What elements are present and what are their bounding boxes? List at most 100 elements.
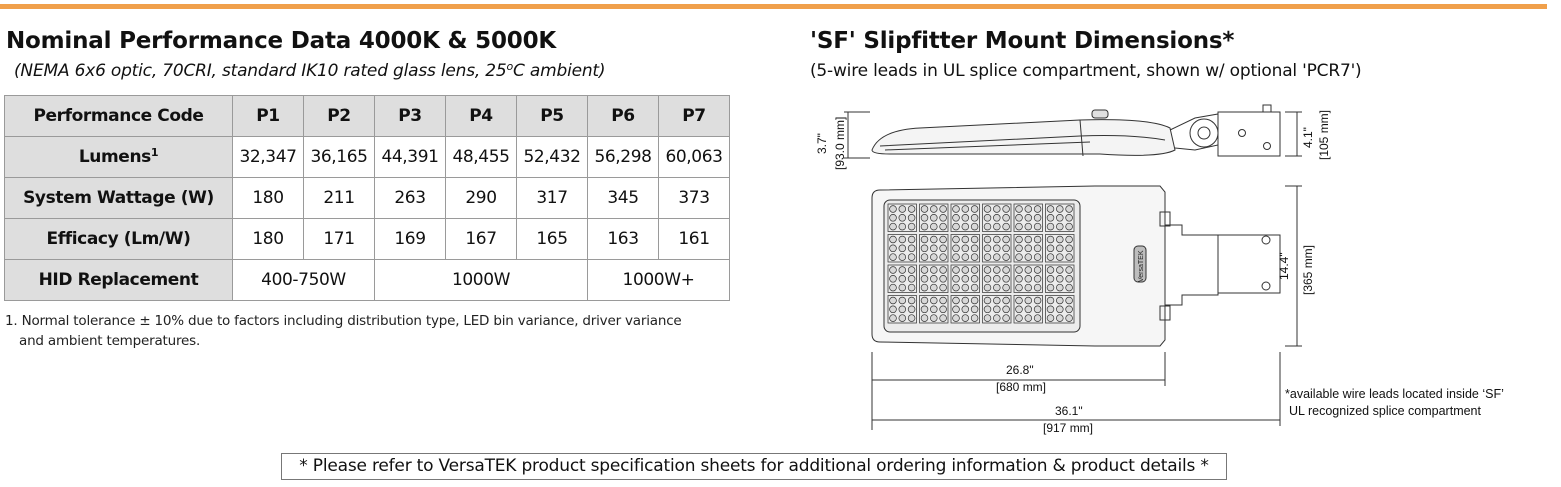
led-lens [939, 296, 947, 305]
led-lens [920, 222, 929, 231]
led-lens [1002, 235, 1010, 244]
led-module [982, 264, 1012, 293]
led-module [887, 234, 917, 263]
led-lens [939, 205, 947, 213]
led-lens [993, 314, 1001, 322]
led-lens [961, 283, 970, 292]
led-module [950, 203, 980, 232]
top-accent-rule [0, 4, 1547, 9]
led-lens [1065, 253, 1073, 261]
led-lens [1002, 283, 1010, 292]
led-module [919, 234, 949, 263]
led-lens [1002, 305, 1010, 314]
led-lens [1065, 305, 1073, 314]
led-lens [983, 266, 992, 274]
efficacy-cell: 171 [303, 218, 375, 260]
dim-height-mm: [93.0 mm] [833, 117, 847, 170]
led-lens [1033, 214, 1042, 222]
led-lens [889, 296, 897, 305]
mount-dimensions-title: 'SF' Slipfitter Mount Dimensions* [810, 28, 1235, 54]
wattage-cell: 211 [303, 177, 375, 219]
table-row-codes: Performance Code P1 P2 P3 P4 P5 P6 P7 [4, 95, 730, 137]
led-lens [1024, 305, 1033, 314]
led-lens [952, 205, 960, 213]
led-lens [993, 253, 1001, 261]
led-lens [961, 314, 970, 322]
led-lens [1046, 314, 1055, 322]
table-row-lumens: Lumens1 32,347 36,165 44,391 48,455 52,4… [4, 136, 730, 178]
led-lens [1015, 305, 1023, 314]
led-lens [1056, 266, 1064, 274]
led-lens [1015, 253, 1023, 261]
led-lens [1046, 296, 1055, 305]
led-lens [1033, 205, 1042, 213]
led-lens [1065, 275, 1073, 283]
led-lens [920, 266, 929, 274]
led-lens [889, 214, 897, 222]
led-lens [898, 244, 907, 253]
led-lens [952, 235, 960, 244]
led-lens [1002, 253, 1010, 261]
led-lens [898, 253, 907, 261]
led-lens [898, 266, 907, 274]
efficacy-cell: 180 [232, 218, 304, 260]
led-lens [983, 244, 992, 253]
led-lens [1056, 314, 1064, 322]
led-lens [952, 244, 960, 253]
led-lens [983, 296, 992, 305]
led-lens [889, 305, 897, 314]
led-module [1045, 234, 1075, 263]
led-lens [952, 305, 960, 314]
led-lens [930, 244, 938, 253]
led-lens [970, 275, 979, 283]
led-lens [970, 214, 979, 222]
led-lens [1024, 314, 1033, 322]
led-lens [993, 235, 1001, 244]
led-lens [939, 214, 947, 222]
led-lens [993, 266, 1001, 274]
led-lens [920, 244, 929, 253]
led-lens [1065, 266, 1073, 274]
ordering-info-note: * Please refer to VersaTEK product speci… [281, 453, 1227, 480]
led-lens [920, 283, 929, 292]
luminaire-dimension-drawing: 3.7" [93.0 mm] 4.1" [105 mm] 14.4" [365 … [815, 104, 1331, 435]
led-lens [970, 283, 979, 292]
mount-dimensions-subtitle: (5-wire leads in UL splice compartment, … [810, 61, 1362, 81]
led-lens [1015, 283, 1023, 292]
led-lens [1033, 305, 1042, 314]
led-lens [1015, 235, 1023, 244]
led-lens [939, 253, 947, 261]
lumens-cell: 36,165 [303, 136, 375, 178]
row-label-wattage: System Wattage (W) [4, 177, 233, 219]
led-lens [961, 275, 970, 283]
led-lens [898, 214, 907, 222]
lumens-cell: 48,455 [445, 136, 517, 178]
led-lens [952, 266, 960, 274]
led-lens [961, 305, 970, 314]
dim-height-in: 3.7" [815, 133, 829, 154]
led-lens [1015, 314, 1023, 322]
led-lens [952, 296, 960, 305]
led-lens [907, 305, 916, 314]
led-module [982, 203, 1012, 232]
led-lens [907, 266, 916, 274]
led-lens [970, 205, 979, 213]
wattage-cell: 373 [658, 177, 730, 219]
led-lens [889, 275, 897, 283]
led-lens [907, 214, 916, 222]
led-lens [1024, 244, 1033, 253]
led-lens [907, 296, 916, 305]
led-lens [939, 305, 947, 314]
led-lens [920, 235, 929, 244]
led-lens [930, 305, 938, 314]
hid-cell: 400-750W [232, 259, 375, 301]
led-module [1013, 234, 1043, 263]
led-lens [920, 275, 929, 283]
led-lens [920, 205, 929, 213]
lumens-cell: 56,298 [587, 136, 659, 178]
led-lens [1002, 205, 1010, 213]
lumens-cell: 52,432 [516, 136, 588, 178]
led-lens [1033, 275, 1042, 283]
led-lens [952, 253, 960, 261]
led-lens [930, 266, 938, 274]
